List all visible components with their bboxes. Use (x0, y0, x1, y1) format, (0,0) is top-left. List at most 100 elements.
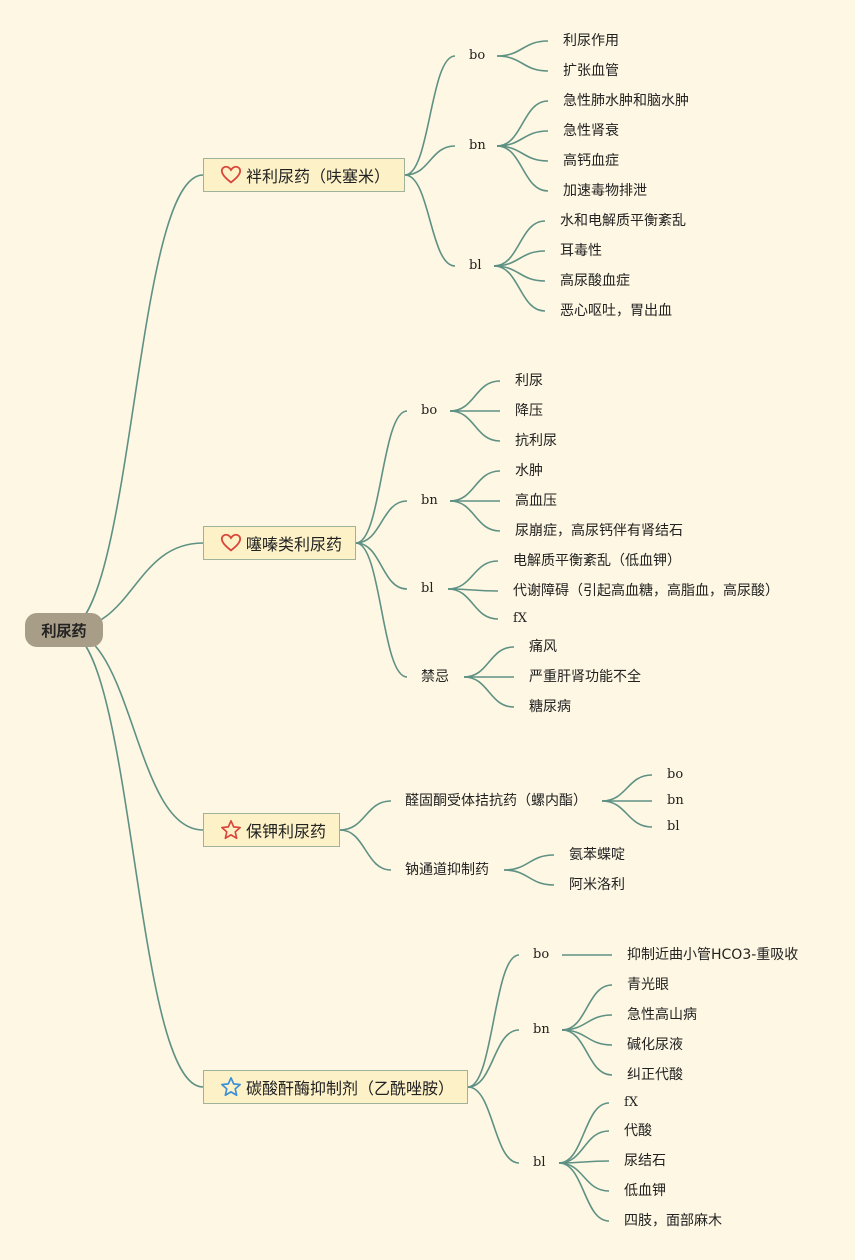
child-leaf-connector (496, 40, 549, 57)
child-leaf-connector (496, 100, 549, 147)
leaf-item[interactable]: 扩张血管 (563, 63, 619, 79)
branch-child-connector (355, 500, 408, 544)
leaf-item[interactable]: 水肿 (515, 463, 543, 479)
sub-topic-label[interactable]: bo (469, 48, 486, 63)
child-leaf-connector (503, 869, 555, 886)
leaf-item[interactable]: 恶心呕吐，胃出血 (560, 303, 672, 319)
branch-child-connector (467, 1029, 520, 1088)
branch-node[interactable]: 保钾利尿药 (203, 813, 340, 847)
child-leaf-connector (449, 410, 501, 442)
leaf-item[interactable]: 四肢，面部麻木 (624, 1213, 722, 1229)
branch-child-connector (404, 174, 456, 267)
sub-topic-label[interactable]: bl (469, 258, 482, 273)
branch-child-connector (339, 829, 392, 871)
branch-label: 袢利尿药（呋塞米） (246, 167, 391, 186)
child-leaf-connector (601, 774, 653, 802)
child-leaf-connector (601, 800, 653, 828)
leaf-item[interactable]: 阿米洛利 (569, 877, 625, 893)
sub-topic-label[interactable]: 醛固酮受体拮抗药（螺内酯） (405, 793, 587, 809)
sub-topic-label[interactable]: 钠通道抑制药 (405, 862, 489, 878)
leaf-item[interactable]: 高尿酸血症 (560, 273, 630, 289)
child-leaf-connector (493, 265, 546, 312)
star-icon-blue (220, 1076, 242, 1098)
child-leaf-connector (449, 380, 501, 412)
leaf-item[interactable]: 尿崩症，高尿钙伴有肾结石 (515, 523, 683, 539)
root-node[interactable]: 利尿药 (25, 613, 103, 647)
leaf-item[interactable]: 代谢障碍（引起高血糖，高脂血，高尿酸） (513, 583, 779, 599)
leaf-item[interactable]: 高血压 (515, 493, 557, 509)
branch-node[interactable]: 噻嗪类利尿药 (203, 526, 356, 560)
branch-node[interactable]: 袢利尿药（呋塞米） (203, 158, 405, 192)
child-leaf-connector (561, 1029, 613, 1076)
branch-label: 噻嗪类利尿药 (246, 535, 343, 554)
leaf-item[interactable]: 代酸 (624, 1123, 652, 1139)
branch-child-connector (467, 1086, 520, 1164)
leaf-item[interactable]: 纠正代酸 (627, 1067, 683, 1083)
leaf-item[interactable]: 利尿 (515, 373, 543, 389)
child-leaf-connector (496, 145, 549, 192)
sub-topic-label[interactable]: bo (533, 947, 550, 962)
sub-topic-label[interactable]: bn (469, 138, 486, 153)
sub-topic-label[interactable]: bl (421, 581, 434, 596)
leaf-item[interactable]: bn (667, 793, 684, 808)
child-leaf-connector (496, 55, 549, 72)
leaf-item[interactable]: 高钙血症 (563, 153, 619, 169)
branch-label: 碳酸酐酶抑制剂（乙酰唑胺） (246, 1079, 455, 1098)
leaf-item[interactable]: 加速毒物排泄 (563, 183, 647, 199)
root-branch-connector (64, 629, 204, 1088)
child-leaf-connector (558, 1162, 610, 1222)
leaf-item[interactable]: 耳毒性 (560, 243, 602, 259)
leaf-item[interactable]: 痛风 (529, 639, 557, 655)
leaf-item[interactable]: 抑制近曲小管HCO3-重吸收 (627, 947, 799, 963)
child-leaf-connector (449, 470, 501, 502)
leaf-item[interactable]: 严重肝肾功能不全 (529, 669, 641, 685)
child-leaf-connector (447, 560, 499, 590)
child-leaf-connector (558, 1130, 610, 1164)
child-leaf-connector (558, 1162, 610, 1192)
leaf-item[interactable]: fX (513, 611, 528, 626)
star-icon-red (220, 819, 242, 841)
child-leaf-connector (561, 984, 613, 1031)
sub-topic-label[interactable]: bo (421, 403, 438, 418)
leaf-item[interactable]: 水和电解质平衡紊乱 (560, 213, 686, 229)
branch-child-connector (404, 55, 456, 176)
leaf-item[interactable]: 急性高山病 (627, 1007, 697, 1023)
branch-child-connector (404, 145, 456, 176)
branch-child-connector (355, 542, 408, 590)
leaf-item[interactable]: 急性肺水肿和脑水肿 (563, 93, 689, 109)
child-leaf-connector (503, 854, 555, 871)
leaf-item[interactable]: 利尿作用 (563, 33, 619, 49)
sub-topic-label[interactable]: bn (533, 1022, 550, 1037)
child-leaf-connector (447, 588, 499, 620)
heart-icon (220, 164, 242, 186)
leaf-item[interactable]: 碱化尿液 (627, 1037, 683, 1053)
leaf-item[interactable]: 青光眼 (627, 977, 669, 993)
leaf-item[interactable]: bl (667, 819, 680, 834)
sub-topic-label[interactable]: bn (421, 493, 438, 508)
leaf-item[interactable]: 电解质平衡紊乱（低血钾） (513, 553, 681, 569)
leaf-item[interactable]: 降压 (515, 403, 543, 419)
leaf-item[interactable]: 氨苯蝶啶 (569, 847, 625, 863)
branch-node[interactable]: 碳酸酐酶抑制剂（乙酰唑胺） (203, 1070, 468, 1104)
branch-child-connector (355, 410, 408, 544)
leaf-item[interactable]: 尿结石 (624, 1153, 666, 1169)
leaf-item[interactable]: bo (667, 767, 684, 782)
child-leaf-connector (493, 220, 546, 267)
heart-icon (220, 532, 242, 554)
leaf-item[interactable]: 糖尿病 (529, 699, 571, 715)
leaf-item[interactable]: fX (624, 1095, 639, 1110)
leaf-item[interactable]: 急性肾衰 (563, 123, 619, 139)
branch-child-connector (339, 800, 392, 831)
child-leaf-connector (449, 500, 501, 532)
leaf-item[interactable]: 低血钾 (624, 1183, 666, 1199)
branch-child-connector (355, 542, 408, 678)
child-leaf-connector (558, 1102, 610, 1164)
root-branch-connector (64, 174, 204, 631)
sub-topic-label[interactable]: 禁忌 (421, 669, 449, 685)
leaf-item[interactable]: 抗利尿 (515, 433, 557, 449)
sub-topic-label[interactable]: bl (533, 1155, 546, 1170)
branch-child-connector (467, 954, 520, 1088)
branch-label: 保钾利尿药 (246, 822, 327, 841)
child-leaf-connector (463, 646, 515, 678)
